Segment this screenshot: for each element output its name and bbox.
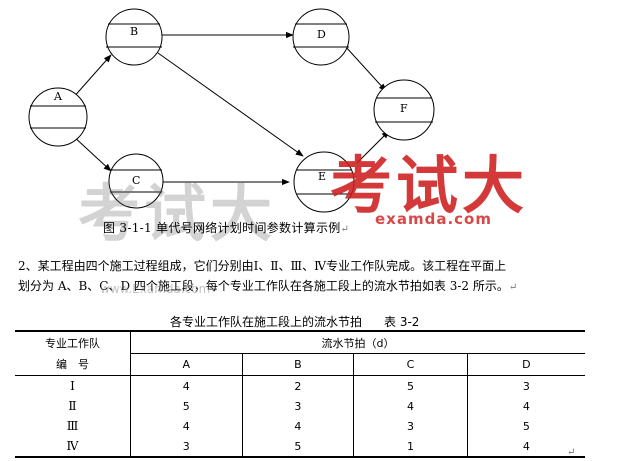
edge-d-f <box>344 45 387 92</box>
problem-paragraph: 2、某工程由四个施工过程组成，它们分别由Ⅰ、Ⅱ、Ⅲ、Ⅳ专业工作队完成。该工程在平… <box>18 256 618 298</box>
edge-a-c <box>71 134 112 172</box>
table-row: Ⅰ 4 2 5 3 <box>15 375 585 396</box>
header-team-line1: 专业工作队 <box>15 331 131 354</box>
node-b: B <box>105 8 163 66</box>
value-cell: 3 <box>522 379 530 393</box>
col-header-a: A <box>130 353 243 376</box>
figure-caption: 图 3-1-1 单代号网络计划时间参数计算示例↵ <box>103 219 349 236</box>
watermark-url-gray: www.Examda.com <box>100 282 211 296</box>
table-title-text: 各专业工作队在施工段上的流水节拍 <box>170 315 363 329</box>
value-cell: 3 <box>130 436 243 457</box>
team-cell: Ⅲ <box>15 416 131 436</box>
value-cell: 3 <box>242 396 355 416</box>
watermark-url: examda.com <box>375 210 492 228</box>
edge-e-f <box>356 130 390 164</box>
value-cell: 1 <box>353 436 468 457</box>
team-cell: Ⅱ <box>15 396 131 416</box>
value-cell: 4 <box>522 399 530 413</box>
value-cell: 4 <box>130 416 243 436</box>
node-d: D <box>292 8 350 66</box>
header-team-line2: 编 号 <box>15 353 131 376</box>
value-cell: 4 <box>130 375 243 396</box>
node-label-b: B <box>130 25 138 38</box>
value-cell: 3 <box>353 416 468 436</box>
node-e: E <box>293 151 355 213</box>
value-cell: 5 <box>522 419 530 433</box>
paragraph-line-1: 2、某工程由四个施工过程组成，它们分别由Ⅰ、Ⅱ、Ⅲ、Ⅳ专业工作队完成。该工程在平… <box>18 259 507 273</box>
value-cell: 4 <box>353 396 468 416</box>
figure-caption-text: 图 3-1-1 单代号网络计划时间参数计算示例 <box>103 221 341 235</box>
value-cell: 2 <box>242 375 355 396</box>
node-label-d: D <box>317 28 326 41</box>
node-a: A <box>28 87 88 147</box>
table-row: Ⅲ 4 4 3 5 <box>15 416 585 436</box>
value-cell: 5 <box>353 375 468 396</box>
col-header-c: C <box>353 353 468 376</box>
paragraph-mark: ↵ <box>508 282 518 293</box>
edge-a-b <box>71 54 112 100</box>
node-label-f: F <box>400 102 408 115</box>
table-title: 各专业工作队在施工段上的流水节拍 表 3-2 <box>170 313 419 330</box>
header-rhythm: 流水节拍（d） <box>130 331 585 354</box>
table-row: Ⅱ 5 3 4 4 <box>15 396 585 416</box>
paragraph-mark: ↵ <box>567 447 576 458</box>
node-label-a: A <box>53 90 63 103</box>
team-cell: Ⅳ <box>15 436 131 457</box>
table-number: 表 3-2 <box>384 315 420 329</box>
table-row: Ⅳ 3 5 1 4 <box>15 436 585 457</box>
paragraph-line-2-text: 划分为 A、B、C、D 四个施工段，每个专业工作队在各施工段上的流水节拍如表 3… <box>18 279 509 293</box>
paragraph-line-2: 划分为 A、B、C、D 四个施工段，每个专业工作队在各施工段上的流水节拍如表 3… <box>18 276 618 298</box>
paragraph-mark: ↵ <box>340 224 350 235</box>
value-cell: 5 <box>130 396 243 416</box>
col-header-b: B <box>242 353 355 376</box>
team-cell: Ⅰ <box>15 375 131 396</box>
value-cell: 4 <box>522 439 530 453</box>
node-label-e: E <box>318 170 326 183</box>
col-header-d: D <box>467 353 585 376</box>
node-label-c: C <box>132 174 140 187</box>
value-cell: 4 <box>242 416 355 436</box>
rhythm-table: 专业工作队 流水节拍（d） 编 号 A B C D Ⅰ 4 2 5 3 Ⅱ 5 … <box>15 330 585 458</box>
network-diagram: A B C D E F <box>28 8 435 213</box>
node-f: F <box>373 79 435 141</box>
node-c: C <box>108 153 164 209</box>
value-cell: 5 <box>242 436 355 457</box>
edge-b-e <box>157 52 304 157</box>
